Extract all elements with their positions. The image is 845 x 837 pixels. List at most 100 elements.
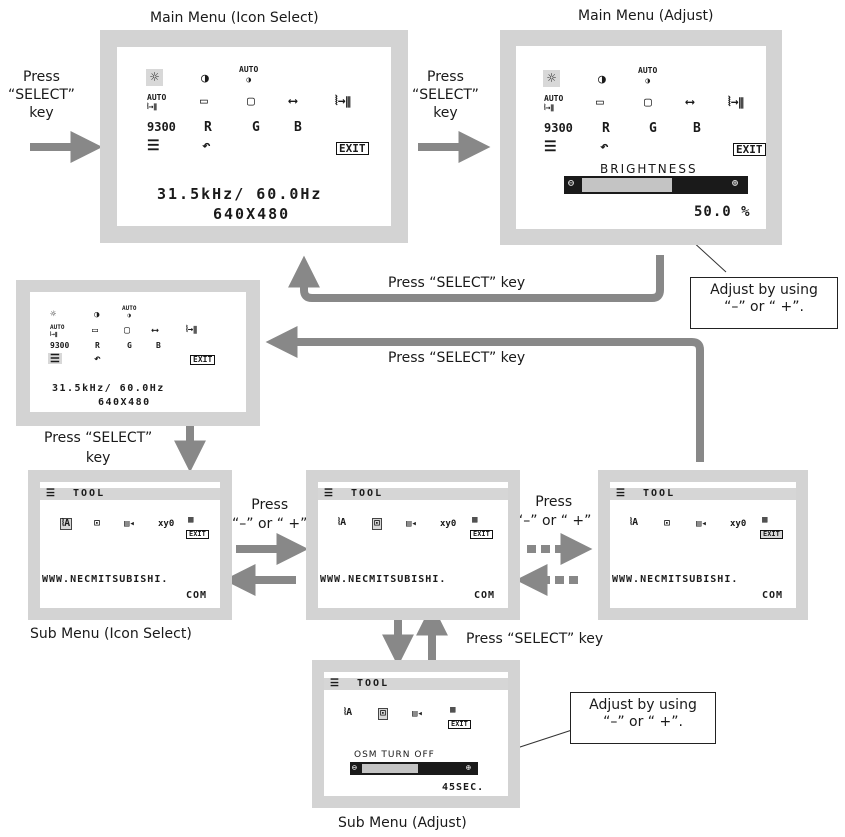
label-line: “–” or “ +”: [516, 513, 592, 529]
exit-icon: EXIT: [186, 530, 209, 539]
resolution-readout: 640X480: [213, 205, 291, 223]
resolution-readout: 640X480: [98, 397, 151, 408]
brightness-title: BRIGHTNESS: [600, 162, 698, 176]
osm-lock-icon: xy0: [440, 519, 457, 529]
v-position-icon: ▢: [124, 325, 131, 336]
caption-sub-icon-select: Sub Menu (Icon Select): [30, 626, 192, 642]
exit-icon: EXIT: [733, 143, 766, 156]
screen-sub-icon-exit: ☰ TOOL ⦚A ⊡ ▤◂ xy0 ▦ EXIT WWW.NECMITSUBI…: [598, 470, 808, 620]
exit-icon: EXIT: [470, 530, 493, 539]
caption-main-icon-select: Main Menu (Icon Select): [150, 10, 319, 26]
tool-icon: ☰: [46, 488, 57, 499]
auto-adjust-icon: AUTO◑: [638, 66, 658, 85]
contrast-icon: ◑: [94, 310, 100, 320]
osm-turn-off-icon: ▤◂: [124, 519, 135, 529]
callout-line: “–” or “ +”.: [724, 299, 804, 315]
website-url: WWW.NECMITSUBISHI.: [612, 574, 739, 585]
color-9300-icon: 9300: [544, 121, 573, 135]
plus-icon: ⊕: [466, 763, 471, 772]
label-press-select-sub: Press “SELECT” key: [466, 631, 604, 647]
submenu-title: TOOL: [357, 678, 390, 689]
label-press-select-return: Press “SELECT” key: [388, 275, 526, 291]
blue-icon: B: [156, 341, 161, 350]
screen-main-adjust: ☼ ◑ AUTO◑ AUTO⦚→⦀ ▭ ▢ ⟷ ⦚→⦀ 9300 R G B ☰…: [500, 30, 782, 245]
auto-label: AUTO: [122, 305, 137, 312]
caption-sub-adjust: Sub Menu (Adjust): [338, 815, 467, 831]
label-press-select-left: Press “SELECT” key: [8, 68, 75, 122]
submenu-title-bar: ☰ TOOL: [318, 488, 508, 500]
label-line: key: [85, 450, 111, 466]
brightness-slider[interactable]: ⊖ ⊕: [564, 176, 748, 194]
auto-position-icon: AUTO⦚→⦀: [544, 94, 564, 112]
screen-display: ☰ TOOL ⦚A ⊡ ▤◂ xy0 ▦ EXIT WWW.NECMITSUBI…: [610, 482, 796, 608]
h-size-icon: ⟷: [289, 94, 297, 109]
blue-icon: B: [693, 121, 701, 136]
screen-display: ☼ ◑ AUTO◑ AUTO⦚→⦀ ▭ ▢ ⟷ ⦚→⦀ 9300 R G B ☰…: [516, 46, 766, 229]
callout-line: Adjust by using: [589, 697, 697, 713]
brightness-icon: ☼: [146, 69, 164, 86]
tool-icon: ☰: [324, 488, 335, 499]
language-icon: ⦚A: [344, 707, 353, 718]
color-9300-icon: 9300: [147, 120, 176, 134]
label-press-select-long: Press “SELECT” key: [388, 350, 526, 366]
website-url: WWW.NECMITSUBISHI.: [320, 574, 447, 585]
tool-icon: ☰: [147, 138, 160, 154]
label-press-select-down: Press “SELECT” key: [44, 428, 152, 468]
osm-lock-icon: xy0: [730, 519, 747, 529]
auto-position-icon: AUTO⦚→⦀: [147, 93, 167, 111]
brightness-icon: ☼: [50, 309, 57, 320]
h-position-icon: ▭: [200, 94, 208, 109]
fine-icon: ⦚→⦀: [728, 95, 744, 110]
screen-display: ☼ ◑ AUTO◑ AUTO⦚→⦀ ▭ ▢ ⟷ ⦚→⦀ 9300 R G B ☰…: [117, 47, 391, 226]
screen-display: ☰ TOOL ⦚A ⊡ ▤◂ xy0 ▦ EXIT WWW.NECMITSUBI…: [318, 482, 508, 608]
submenu-title-bar: ☰ TOOL: [324, 678, 508, 690]
screen-display: ☰ TOOL ⦚A ⊡ ▤◂ xy0 ▦ EXIT WWW.NECMITSUBI…: [40, 482, 220, 608]
label-press-select-mid: Press “SELECT” key: [412, 68, 479, 122]
label-line: key: [433, 105, 458, 121]
exit-icon: EXIT: [448, 720, 471, 729]
fine-icon: ⦚→⦀: [335, 94, 351, 109]
submenu-title: TOOL: [351, 488, 384, 499]
frequency-readout: 31.5kHz/ 60.0Hz: [52, 383, 165, 394]
plus-icon: ⊕: [732, 178, 739, 189]
green-icon: G: [649, 121, 657, 136]
callout-line: “–” or “ +”.: [603, 714, 683, 730]
frequency-readout: 31.5kHz/ 60.0Hz: [157, 185, 323, 203]
exit-icon: EXIT: [190, 355, 216, 365]
osm-turn-off-slider[interactable]: ⊖ ⊕: [350, 762, 478, 775]
green-icon: G: [252, 120, 260, 135]
osm-lock-icon: xy0: [158, 519, 175, 529]
blue-icon: B: [294, 120, 302, 135]
submenu-title: TOOL: [643, 488, 676, 499]
website-url-suffix: COM: [474, 590, 496, 601]
osm-turn-off-icon: ▤◂: [412, 709, 423, 719]
v-position-icon: ▢: [247, 94, 255, 109]
h-position-icon: ▭: [596, 95, 604, 110]
reset-icon: ↶: [94, 352, 101, 365]
h-position-icon: ▭: [92, 325, 99, 336]
screen-sub-icon-select: ☰ TOOL ⦚A ⊡ ▤◂ xy0 ▦ EXIT WWW.NECMITSUBI…: [28, 470, 232, 620]
fine-icon: ⦚→⦀: [186, 325, 198, 335]
brightness-icon: ☼: [543, 70, 561, 87]
osm-position-icon: ⊡: [378, 708, 389, 720]
green-icon: G: [127, 341, 132, 350]
auto-label: AUTO: [50, 324, 65, 331]
red-icon: R: [204, 120, 212, 135]
label-line: Press “SELECT”: [44, 430, 153, 446]
label-line: “SELECT”: [8, 87, 75, 103]
screen-sub-adjust: ☰ TOOL ⦚A ⊡ ▤◂ ▦ EXIT OSM TURN OFF ⊖ ⊕ 4…: [312, 660, 520, 808]
callout-adjust-main: Adjust by using “–” or “ +”.: [690, 277, 838, 329]
language-icon: ⦚A: [338, 517, 347, 528]
screen-display: ☰ TOOL ⦚A ⊡ ▤◂ ▦ EXIT OSM TURN OFF ⊖ ⊕ 4…: [324, 672, 508, 796]
auto-label: AUTO: [147, 93, 167, 102]
info-icon: ▦: [188, 515, 194, 525]
contrast-icon: ◑: [598, 72, 606, 87]
submenu-title-bar: ☰ TOOL: [40, 488, 220, 500]
tool-icon: ☰: [330, 678, 341, 689]
language-icon: ⦚A: [60, 518, 73, 530]
exit-icon: EXIT: [760, 530, 783, 539]
website-url: WWW.NECMITSUBISHI.: [42, 574, 169, 585]
label-line: key: [29, 105, 54, 121]
auto-label: AUTO: [239, 65, 259, 74]
reset-icon: ↶: [202, 138, 211, 154]
